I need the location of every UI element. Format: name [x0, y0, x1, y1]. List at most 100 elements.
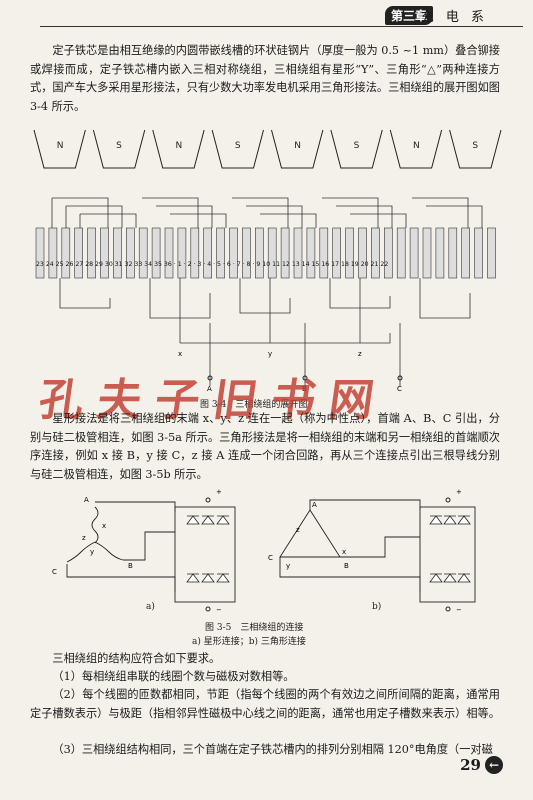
terminal-c: C	[397, 385, 402, 393]
stator-slot	[332, 227, 342, 279]
star-connection	[66, 501, 236, 603]
paragraph-1: 定子铁芯是由相互绝缘的内圆带嵌线槽的环状硅钢片（厚度一般为 0.5 ~1 mm）…	[30, 44, 500, 113]
pole-label: N	[413, 141, 420, 151]
delta-label-z: z	[296, 526, 300, 534]
pole-label: S	[116, 141, 122, 151]
stator-slot	[345, 227, 354, 279]
stator-slot	[358, 227, 367, 279]
stator-slot	[48, 227, 58, 279]
pole-teeth	[33, 129, 502, 169]
star-label-C: C	[52, 568, 57, 576]
pole-label: N	[175, 141, 182, 151]
figure-3-5-connection-diagram: A x z y B C + − A z x C y B + −	[52, 488, 476, 614]
paragraph-2: 星形接法是将三相绕组的末端 x、y、z 连在一起（称为中性点），首端 A、B、C…	[30, 412, 500, 481]
stator-slot	[487, 227, 496, 279]
stator-slot	[177, 227, 187, 279]
stator-slot	[242, 227, 251, 279]
stator-slots	[35, 227, 496, 279]
figure-3-5a-label: a)	[146, 602, 155, 612]
stator-slot	[319, 227, 329, 279]
paragraph-5: （2）每个线圈的匝数都相同，节距（指每个线圈的两个有效边之间所间隔的距离，通常用…	[30, 688, 500, 720]
stator-slot	[203, 227, 212, 279]
figure-3-4-caption: 图 3-4 三相绕组的展开图	[200, 400, 308, 410]
pole-tooth	[449, 129, 502, 169]
figure-3-5-caption: 图 3-5 三相绕组的连接	[205, 623, 304, 633]
star-diodes	[186, 515, 230, 583]
stator-slot	[138, 227, 148, 279]
stator-slot	[35, 227, 45, 279]
star-label-A: A	[84, 496, 89, 504]
pole-tooth	[389, 129, 443, 169]
paragraph-4: （1）每相绕组串联的线圈个数与磁极对数相等。	[52, 670, 295, 683]
figure-3-5-subcaption: a) 星形连接；b) 三角形连接	[192, 637, 306, 647]
stator-slot	[448, 227, 458, 279]
stator-slot	[113, 227, 122, 279]
stator-slot	[280, 227, 290, 279]
pole-label: S	[235, 141, 241, 151]
pole-tooth	[211, 129, 264, 169]
stator-slot	[474, 227, 483, 279]
coil-loops	[51, 197, 483, 228]
stator-slot	[74, 227, 84, 279]
pole-tooth	[330, 129, 383, 169]
stator-slot	[435, 227, 445, 279]
stator-slot	[229, 227, 238, 279]
stator-slot	[306, 227, 316, 279]
delta-label-y: y	[286, 562, 290, 570]
terminal-a: A	[207, 385, 212, 393]
stator-slot	[61, 227, 71, 279]
star-minus: −	[216, 606, 222, 614]
delta-label-C: C	[268, 554, 273, 562]
page-number: 29 ←	[460, 756, 503, 774]
stator-slot	[461, 227, 471, 279]
delta-label-B: B	[344, 562, 349, 570]
stator-slot	[164, 227, 174, 279]
chapter-title: 充 电 系	[420, 10, 488, 25]
star-label-B: B	[128, 562, 133, 570]
pole-label: S	[472, 141, 478, 151]
delta-label-A: A	[312, 501, 317, 509]
star-label-y: y	[90, 548, 94, 556]
star-label-z: z	[82, 534, 86, 542]
stator-slot	[422, 227, 432, 279]
header-rule	[40, 26, 523, 27]
pole-tooth	[152, 129, 205, 169]
delta-label-x: x	[342, 548, 346, 556]
figure-3-5b-label: b)	[372, 602, 382, 612]
paragraph-3: 三相绕组的结构应符合如下要求。	[52, 652, 221, 665]
end-x: x	[178, 350, 182, 358]
paragraph-6: （3）三相绕组结构相同，三个首端在定子铁芯槽内的排列分别相隔 120°电角度（一…	[52, 743, 493, 756]
end-y: y	[268, 350, 272, 358]
pole-tooth	[33, 129, 86, 169]
stator-slot	[255, 227, 264, 279]
stator-slot	[151, 227, 161, 279]
stator-slot	[409, 227, 419, 279]
stator-slot	[190, 227, 200, 279]
delta-minus: −	[456, 606, 462, 614]
lower-connections	[59, 278, 471, 386]
pole-label: N	[294, 141, 301, 151]
slot-numbers: 23 24 25 26 27 28 29 30 31 32 33 34 35 3…	[36, 261, 388, 268]
stator-slot	[267, 227, 277, 279]
delta-plus: +	[456, 488, 462, 496]
terminal-b: B	[302, 385, 307, 393]
stator-slot	[396, 227, 406, 279]
stator-slot	[216, 227, 225, 279]
pole-tooth	[271, 129, 324, 169]
end-z: z	[358, 350, 362, 358]
arrow-left-icon: ←	[485, 756, 503, 774]
star-label-x: x	[102, 522, 106, 530]
stator-slot	[100, 227, 109, 279]
delta-diodes	[429, 515, 471, 583]
star-plus: +	[216, 488, 222, 496]
stator-slot	[126, 227, 135, 279]
page-number-text: 29	[460, 756, 481, 774]
stator-slot	[383, 227, 393, 279]
chapter-badge: 第三章	[384, 6, 433, 25]
stator-slot	[293, 227, 303, 279]
pole-label: S	[354, 141, 360, 151]
pole-tooth	[92, 129, 146, 169]
page-header: 第三章 充 电 系	[0, 0, 533, 30]
